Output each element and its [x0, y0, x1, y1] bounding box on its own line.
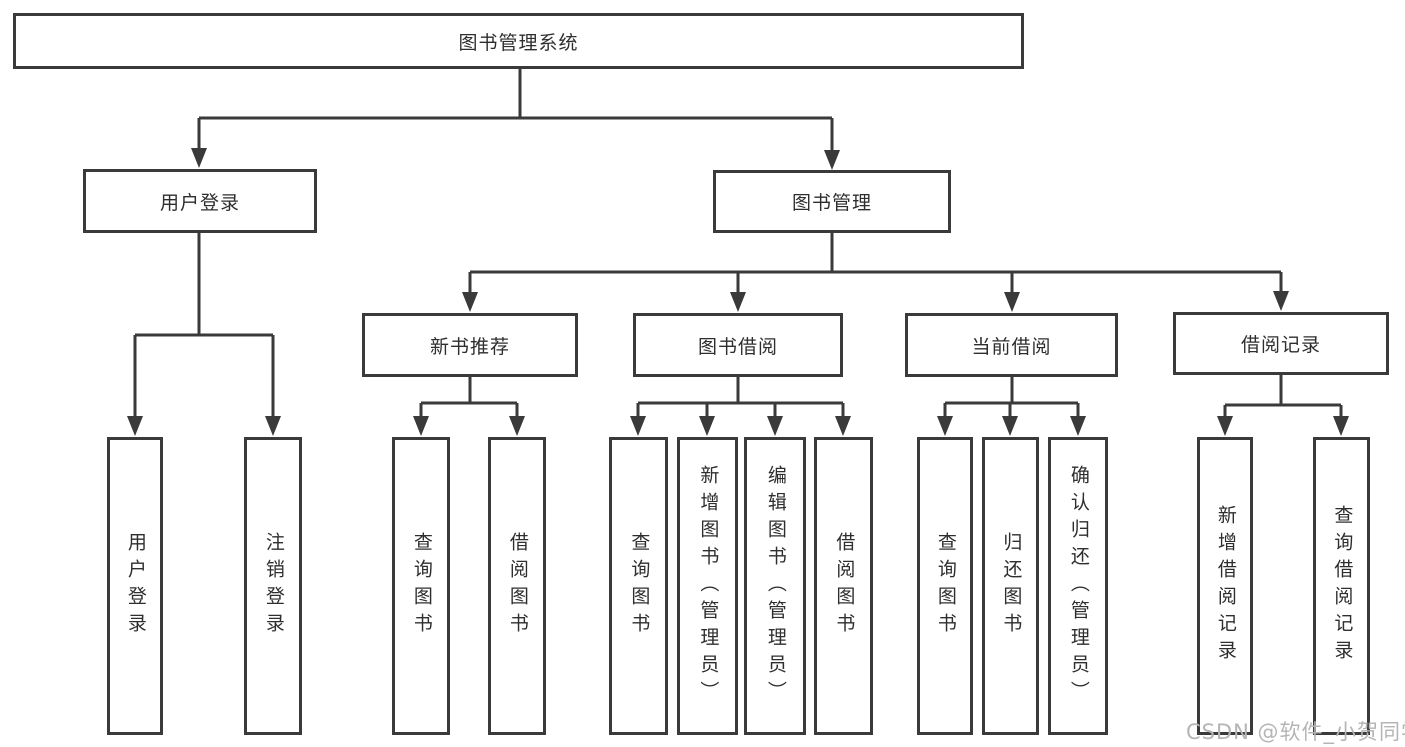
leaf-confirm-return-admin: 确认归还（管理员）	[1048, 437, 1108, 735]
node-new-book-recommend-label: 新书推荐	[429, 335, 510, 358]
leaf-add-book-admin: 新增图书（管理员）	[677, 437, 738, 735]
node-borrow-record-label: 借阅记录	[1240, 334, 1321, 356]
node-root: 图书管理系统	[13, 13, 1024, 69]
leaf-query-books-recommend: 查询图书	[392, 437, 450, 735]
leaf-borrow-books-recommend-label: 借阅图书	[506, 532, 529, 640]
arrowheads	[127, 148, 1349, 436]
leaf-query-books-recommend-label: 查询图书	[410, 532, 433, 640]
leaf-user-login: 用户登录	[107, 437, 163, 735]
leaf-borrow-books-recommend: 借阅图书	[488, 437, 546, 735]
leaf-edit-book-admin: 编辑图书（管理员）	[744, 437, 806, 735]
leaf-user-login-label: 用户登录	[124, 532, 147, 640]
leaf-confirm-return-admin-label: 确认归还（管理员）	[1067, 464, 1090, 708]
leaf-edit-book-admin-label: 编辑图书（管理员）	[764, 464, 787, 708]
leaf-query-books-borrow: 查询图书	[609, 437, 668, 735]
leaf-query-books-current: 查询图书	[917, 437, 973, 735]
node-book-borrow: 图书借阅	[633, 313, 843, 377]
leaf-return-books-label: 归还图书	[1000, 532, 1023, 640]
leaf-borrow-books-label: 借阅图书	[833, 532, 856, 640]
leaf-logout: 注销登录	[244, 437, 302, 735]
leaf-add-borrow-record-label: 新增借阅记录	[1214, 505, 1237, 667]
node-user-login: 用户登录	[83, 169, 317, 233]
node-user-login-label: 用户登录	[159, 191, 240, 214]
node-book-borrow-label: 图书借阅	[697, 335, 778, 358]
leaf-query-books-borrow-label: 查询图书	[628, 532, 651, 640]
watermark-text: CSDN @软件_小贺同学	[1186, 720, 1405, 744]
leaf-query-borrow-record-label: 查询借阅记录	[1331, 505, 1354, 667]
leaf-return-books: 归还图书	[982, 437, 1039, 735]
leaf-add-book-admin-label: 新增图书（管理员）	[697, 464, 720, 708]
node-current-borrow-label: 当前借阅	[971, 335, 1052, 358]
node-borrow-record: 借阅记录	[1173, 312, 1389, 375]
node-book-management-label: 图书管理	[791, 192, 872, 214]
leaf-logout-label: 注销登录	[262, 532, 285, 640]
node-new-book-recommend: 新书推荐	[362, 313, 578, 377]
node-current-borrow: 当前借阅	[905, 313, 1118, 377]
leaf-borrow-books: 借阅图书	[814, 437, 873, 735]
leaf-query-borrow-record: 查询借阅记录	[1313, 437, 1370, 735]
leaf-add-borrow-record: 新增借阅记录	[1197, 437, 1253, 735]
node-book-management: 图书管理	[713, 170, 951, 233]
leaf-query-books-current-label: 查询图书	[934, 532, 957, 640]
node-root-label: 图书管理系统	[458, 31, 579, 54]
